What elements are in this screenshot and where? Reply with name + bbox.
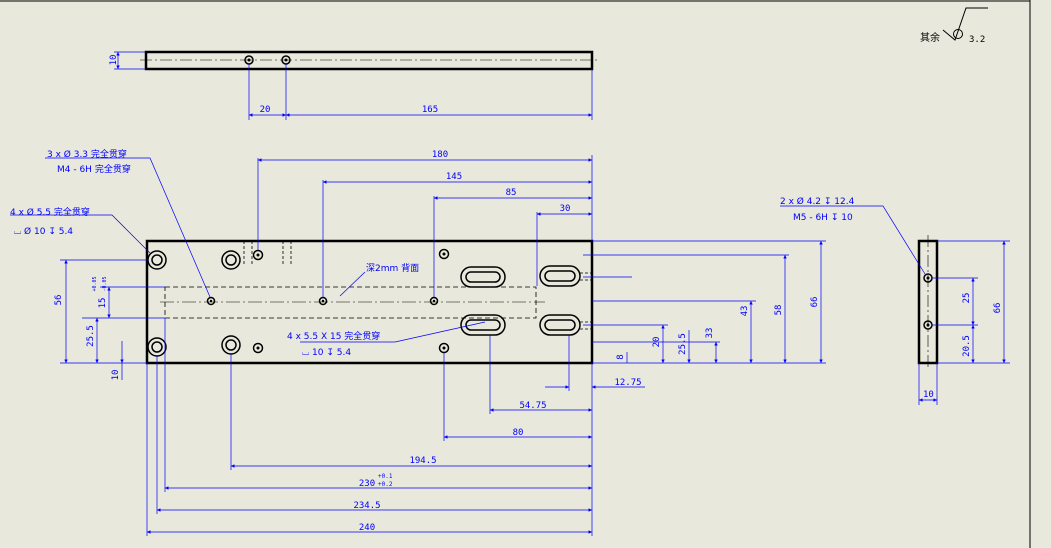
tapped-hole-icon <box>429 296 439 306</box>
dim-58: 58 <box>774 305 784 316</box>
side-dim-66: 66 <box>993 303 1003 314</box>
side-dim-10: 10 <box>923 390 934 400</box>
surface-finish-label: 其余 <box>920 31 940 44</box>
dim-66: 66 <box>810 297 820 308</box>
dim-15-tol-upper: +0.05 <box>92 276 98 291</box>
hole-icon <box>438 342 450 354</box>
dim-240: 240 <box>359 523 375 533</box>
hole-icon <box>252 342 264 354</box>
callout-slot-line2: ⌴ 10 ↧ 5.4 <box>302 348 351 358</box>
top-view: 10 20 165 <box>109 50 600 120</box>
front-view-outline <box>145 239 594 365</box>
dim-25-5-left: 25.5 <box>86 325 96 347</box>
dim-15-tol-lower: -0.05 <box>102 276 108 291</box>
slot-icon <box>539 265 581 287</box>
side-callout-line1: 2 x Ø 4.2 ↧ 12.4 <box>780 196 855 207</box>
side-dim-25: 25 <box>962 293 972 304</box>
dim-230: 230 <box>359 479 375 489</box>
hole-icon <box>252 249 264 261</box>
slot-icon <box>539 314 581 336</box>
dim-25-5-right: 25.5 <box>678 333 688 355</box>
top-dim-165: 165 <box>422 105 438 115</box>
dim-8: 8 <box>616 354 626 359</box>
surface-finish-value: 3.2 <box>969 35 985 45</box>
dim-194-5: 194.5 <box>409 456 436 466</box>
dim-56: 56 <box>54 295 64 306</box>
dim-234-5: 234.5 <box>353 501 380 511</box>
dim-145: 145 <box>446 172 462 182</box>
surface-finish-symbol: 其余 3.2 <box>920 7 988 45</box>
callout-slot-line1: 4 x 5.5 X 15 完全贯穿 <box>287 330 380 342</box>
callout-pocket-depth: 深2mm 背面 <box>366 262 419 274</box>
dim-230-tol-lower: +0.2 <box>378 481 393 488</box>
callout-tapped-holes-line2: M4 - 6H 完全贯穿 <box>57 163 131 175</box>
callout-counterbore-line2: ⌴ Ø 10 ↧ 5.4 <box>14 226 73 237</box>
front-view: 180 145 85 30 194.5 230 +0.1 +0.2 234.5 <box>10 148 826 536</box>
dim-15: 15 <box>98 298 108 309</box>
counterbore-hole-icon <box>221 250 241 270</box>
dim-12-75: 12.75 <box>614 378 641 388</box>
slot-icon <box>460 266 506 288</box>
side-callout-line2: M5 - 6H ↧ 10 <box>793 213 853 223</box>
dim-230-tol-upper: +0.1 <box>378 473 393 480</box>
hole-icon <box>438 248 450 260</box>
top-view-outline <box>144 50 594 71</box>
tapped-hole-icon <box>206 296 216 306</box>
dim-33: 33 <box>705 328 715 339</box>
dim-80: 80 <box>513 428 524 438</box>
callout-counterbore-line1: 4 x Ø 5.5 完全贯穿 <box>10 206 90 218</box>
slot-icon <box>460 314 506 336</box>
top-dim-20: 20 <box>260 105 271 115</box>
dim-54-75: 54.75 <box>519 401 546 411</box>
dim-10: 10 <box>111 370 121 381</box>
dim-43: 43 <box>740 306 750 317</box>
side-view: 66 25 20.5 10 2 x Ø 4.2 ↧ 12.4 M5 - 6H ↧… <box>780 196 1010 405</box>
dim-20: 20 <box>652 337 662 348</box>
callout-tapped-holes-line1: 3 x Ø 3.3 完全贯穿 <box>47 148 127 160</box>
dim-85: 85 <box>506 188 517 198</box>
dim-30: 30 <box>560 204 571 214</box>
top-thickness-dim: 10 <box>109 55 119 66</box>
side-dim-20-5: 20.5 <box>962 335 972 357</box>
tapped-hole-icon <box>318 296 328 306</box>
dim-180: 180 <box>432 150 448 160</box>
hidden-pocket <box>164 286 537 319</box>
